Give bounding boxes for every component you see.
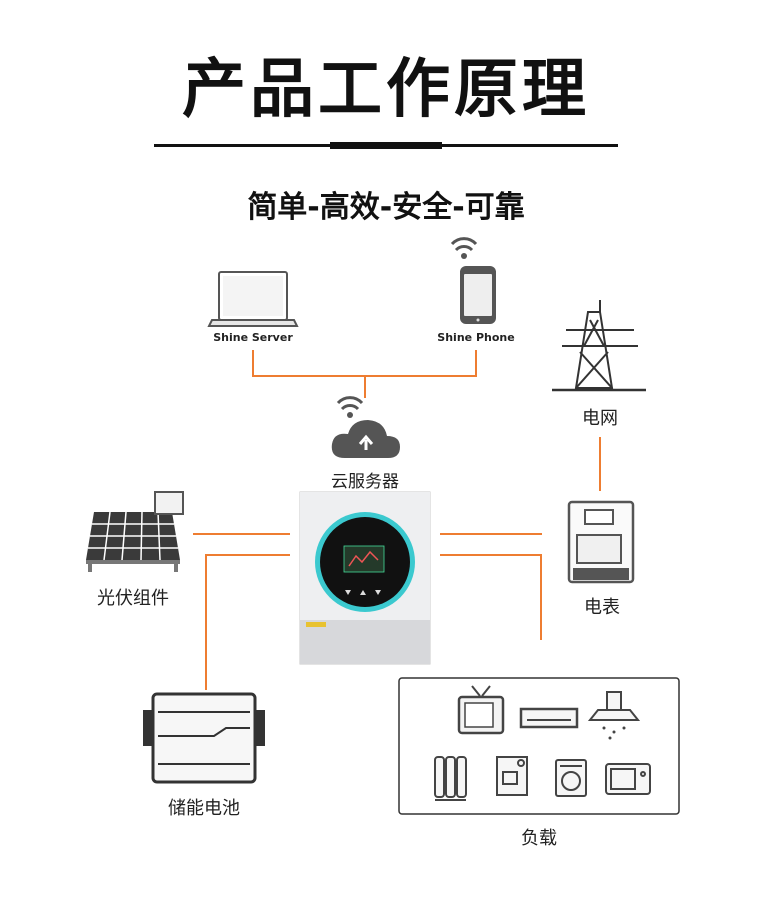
- load-box: [398, 677, 680, 815]
- range-hood-icon: [587, 691, 641, 740]
- wifi-icon: [336, 396, 364, 418]
- title-divider-accent: [330, 142, 442, 149]
- heater-icon: [434, 756, 467, 801]
- connector-server-phone: [252, 350, 477, 377]
- page-title: 产品工作原理: [182, 53, 590, 127]
- inverter-device: [299, 491, 431, 665]
- load-label: 负载: [521, 828, 557, 849]
- battery-icon: [143, 692, 265, 784]
- cloud-server-label: 云服务器: [331, 472, 399, 492]
- connector-lines: [193, 350, 601, 690]
- air-conditioner-icon: [519, 707, 579, 729]
- coffee-machine-icon: [496, 756, 528, 796]
- wifi-icon: [450, 237, 478, 259]
- grid-label: 电网: [582, 408, 618, 429]
- phone-icon: [460, 266, 496, 324]
- cloud-upload-icon: [331, 420, 400, 458]
- shine-server-label: Shine Server: [213, 331, 293, 344]
- transmission-tower-icon: [552, 300, 646, 392]
- shine-phone-label: Shine Phone: [437, 331, 515, 344]
- meter-icon: [567, 500, 635, 584]
- laptop-icon: [207, 271, 299, 327]
- pv-label: 光伏组件: [97, 588, 169, 609]
- washing-machine-icon: [555, 759, 587, 797]
- battery-label: 储能电池: [168, 798, 240, 819]
- connector-load: [440, 554, 542, 640]
- connector-battery: [205, 554, 290, 690]
- microwave-icon: [605, 763, 651, 795]
- tv-icon: [457, 685, 505, 735]
- solar-panel-icon: [86, 491, 184, 572]
- page-subtitle: 简单-高效-安全-可靠: [247, 190, 525, 225]
- meter-label: 电表: [584, 597, 620, 618]
